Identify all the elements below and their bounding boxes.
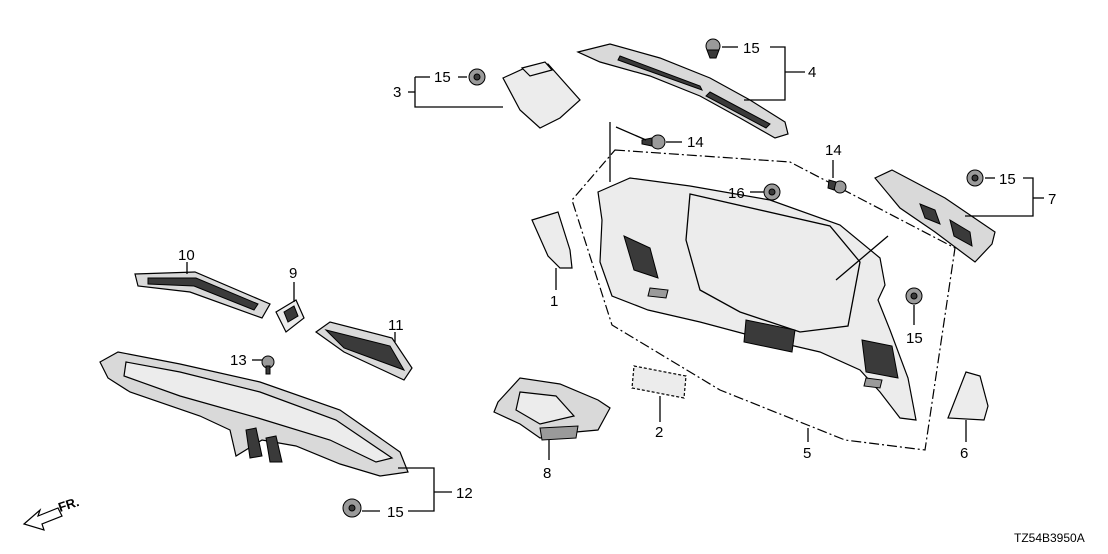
clip-15-part4 (705, 38, 721, 59)
part-11-strip (314, 321, 413, 381)
part-8-bracket (493, 377, 611, 441)
clip-16 (763, 183, 781, 201)
part-2-pad (631, 365, 687, 399)
part-1-trim (531, 211, 573, 269)
callout-14-right: 14 (825, 142, 842, 159)
clip-15-part12 (342, 498, 362, 518)
part-5-lining (597, 177, 917, 421)
part-4-header-trim (576, 43, 789, 139)
callout-15-part3: 15 (434, 69, 451, 86)
callout-11: 11 (388, 317, 404, 334)
screw-14-right (827, 179, 847, 194)
screw-14-upper (641, 134, 666, 150)
callout-2: 2 (655, 424, 663, 441)
callout-8: 8 (543, 465, 551, 482)
callout-16: 16 (728, 185, 745, 202)
leader-7 (965, 177, 1044, 217)
callout-7: 7 (1048, 191, 1056, 208)
part-12-garnish (99, 351, 409, 477)
callout-6: 6 (960, 445, 968, 462)
callout-14-upper: 14 (687, 134, 704, 151)
clip-15-part3 (468, 68, 486, 86)
callout-13: 13 (230, 352, 247, 369)
leader-14-upper (609, 122, 682, 182)
leader-4 (722, 46, 805, 101)
clip-15-right (905, 287, 923, 305)
callout-15-part4: 15 (743, 40, 760, 57)
part-6-trim (947, 371, 989, 421)
part-10-strip (134, 271, 271, 319)
callout-15-part7: 15 (999, 171, 1016, 188)
part-3-trim (502, 61, 581, 129)
front-arrow-icon (22, 507, 63, 531)
leader-12 (362, 467, 452, 512)
callout-1: 1 (550, 293, 558, 310)
callout-9: 9 (289, 265, 297, 282)
screw-13 (261, 355, 275, 375)
diagram-code: TZ54B3950A (1014, 531, 1085, 545)
callout-10: 10 (178, 247, 195, 264)
front-indicator-label: FR. (56, 494, 81, 515)
callout-4: 4 (808, 64, 816, 81)
clip-15-part7 (966, 169, 984, 187)
part-7-side-trim (874, 169, 996, 263)
callout-3: 3 (393, 84, 401, 101)
part-9-clip (275, 299, 305, 333)
callout-15-part12: 15 (387, 504, 404, 521)
leader-5 (807, 235, 889, 442)
callout-15-right: 15 (906, 330, 923, 347)
leader-3 (408, 76, 503, 108)
callout-12: 12 (456, 485, 473, 502)
callout-5: 5 (803, 445, 811, 462)
